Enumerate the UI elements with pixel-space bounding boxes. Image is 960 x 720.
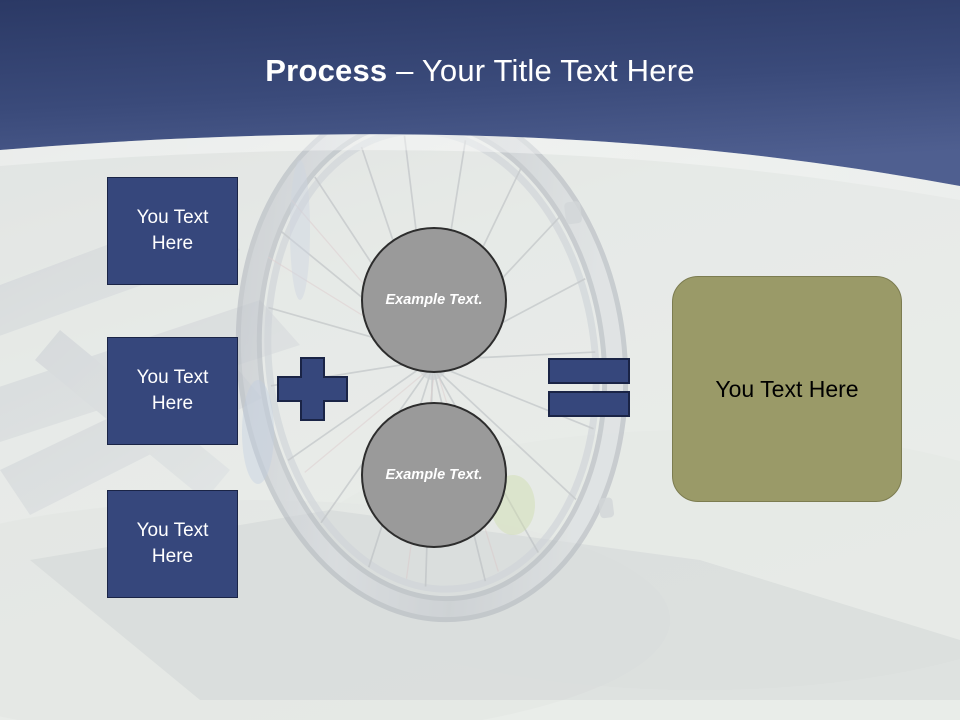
input-box-1-label: You Text Here (136, 207, 209, 254)
example-circle-2-label: Example Text. (385, 466, 483, 483)
input-box-2-label: You Text Here (136, 367, 209, 414)
input-box-1[interactable]: You Text Here (107, 177, 238, 285)
page-title-prefix: Process (265, 53, 388, 88)
page-title: Process – Your Title Text Here (0, 52, 960, 90)
input-box-3[interactable]: You Text Here (107, 490, 238, 598)
page-title-rest: Your Title Text Here (421, 53, 695, 88)
example-circle-1-label: Example Text. (385, 291, 483, 308)
result-box-label: You Text Here (715, 376, 859, 402)
example-circle-2[interactable]: Example Text. (361, 402, 507, 548)
equals-icon (548, 358, 630, 417)
result-box[interactable]: You Text Here (672, 276, 902, 502)
input-box-3-label: You Text Here (136, 520, 209, 567)
plus-icon (277, 357, 348, 421)
input-box-2[interactable]: You Text Here (107, 337, 238, 445)
page-title-separator: – (387, 53, 422, 88)
example-circle-1[interactable]: Example Text. (361, 227, 507, 373)
